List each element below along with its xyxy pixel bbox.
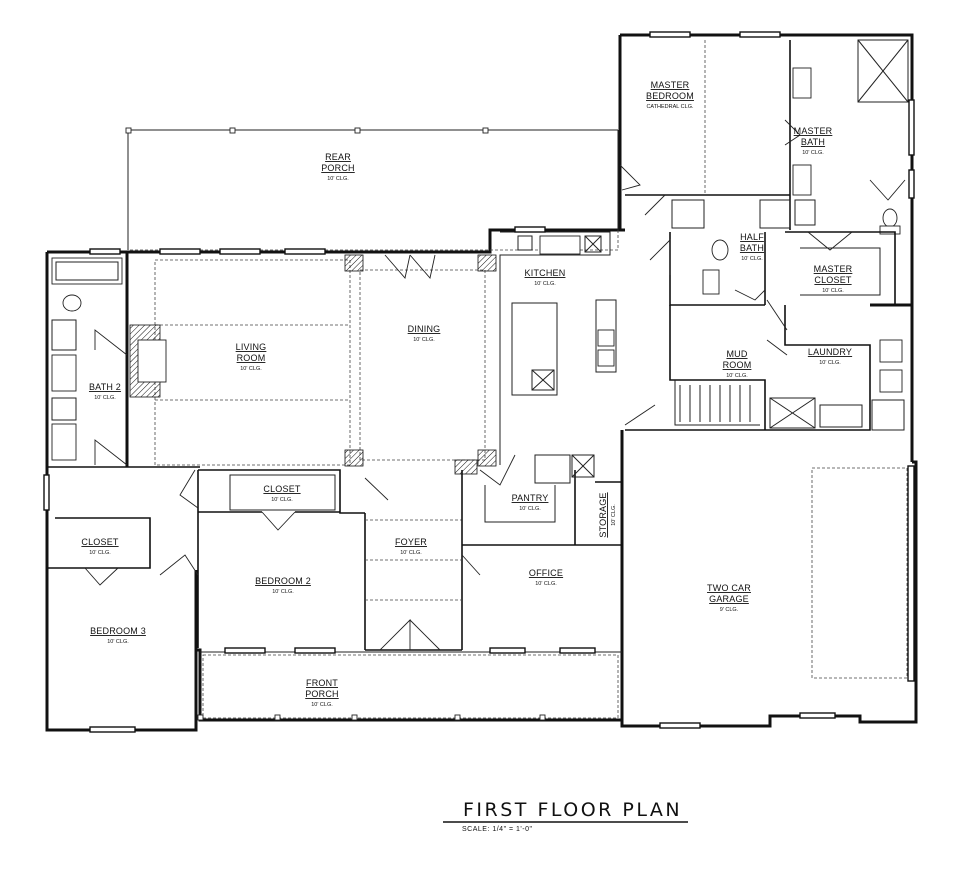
office-ceiling: 10' CLG. <box>535 581 557 587</box>
living-room-name-line1: LIVING <box>236 342 267 352</box>
room-label-living-room: LIVING ROOM 10' CLG. <box>236 342 267 372</box>
mud-room-ceiling: 10' CLG. <box>726 373 748 379</box>
room-label-foyer: FOYER 10' CLG. <box>395 537 427 556</box>
master-closet-ceiling: 10' CLG. <box>822 288 844 294</box>
garage-name-line2: GARAGE <box>709 594 749 604</box>
rear-porch-outline <box>125 127 619 251</box>
master-bedroom-name-line1: MASTER <box>651 80 690 90</box>
bedroom-3-name: BEDROOM 3 <box>90 626 146 636</box>
foyer-name: FOYER <box>395 537 427 547</box>
dining-ceiling: 10' CLG. <box>413 337 435 343</box>
storage-ceiling: 10' CLG. <box>611 504 617 526</box>
interior-walls <box>47 39 915 682</box>
room-label-half-bath: HALF BATH 10' CLG. <box>740 232 764 262</box>
living-room-ceiling: 10' CLG. <box>240 366 262 372</box>
door-swings <box>84 119 906 651</box>
room-label-bedroom-3: BEDROOM 3 10' CLG. <box>90 626 146 645</box>
foyer-ceiling: 10' CLG. <box>400 550 422 556</box>
master-bedroom-name-line2: BEDROOM <box>646 91 694 101</box>
front-porch-outline <box>197 651 622 721</box>
bath-2-ceiling: 10' CLG. <box>94 395 116 401</box>
laundry-ceiling: 10' CLG. <box>819 360 841 366</box>
room-label-garage: TWO CAR GARAGE 9' CLG. <box>707 583 751 613</box>
room-label-front-porch: FRONT PORCH 10' CLG. <box>305 678 339 708</box>
bath-2-name: BATH 2 <box>89 382 121 392</box>
rear-porch-ceiling: 10' CLG. <box>327 176 349 182</box>
room-label-dining: DINING 10' CLG. <box>408 324 441 343</box>
room-label-office: OFFICE 10' CLG. <box>529 568 563 587</box>
room-label-closet-bedroom-3: CLOSET 10' CLG. <box>81 537 119 556</box>
storage-name: STORAGE <box>598 492 608 537</box>
title-block: FIRST FLOOR PLAN SCALE: 1/4" = 1'-0" <box>443 799 688 833</box>
pantry-name: PANTRY <box>512 493 549 503</box>
plan-scale: SCALE: 1/4" = 1'-0" <box>462 826 532 833</box>
garage-name-line1: TWO CAR <box>707 583 751 593</box>
room-label-bedroom-2: BEDROOM 2 10' CLG. <box>255 576 311 595</box>
kitchen-name: KITCHEN <box>525 268 566 278</box>
room-label-rear-porch: REAR PORCH 10' CLG. <box>321 152 355 182</box>
windows <box>43 31 915 733</box>
mud-room-name-line2: ROOM <box>723 360 752 370</box>
master-closet-name-line2: CLOSET <box>814 275 852 285</box>
bedroom-3-ceiling: 10' CLG. <box>107 639 129 645</box>
master-bath-name-line1: MASTER <box>794 126 833 136</box>
bedroom-2-ceiling: 10' CLG. <box>272 589 294 595</box>
bedroom-2-name: BEDROOM 2 <box>255 576 311 586</box>
kitchen-ceiling: 10' CLG. <box>534 281 556 287</box>
mud-room-name-line1: MUD <box>726 349 747 359</box>
laundry-name: LAUNDRY <box>808 347 852 357</box>
master-closet-name-line1: MASTER <box>814 264 853 274</box>
office-name: OFFICE <box>529 568 563 578</box>
room-label-closet-bedroom-2: CLOSET 10' CLG. <box>263 484 301 503</box>
master-bedroom-ceiling: CATHEDRAL CLG. <box>646 104 694 110</box>
room-label-laundry: LAUNDRY 10' CLG. <box>808 347 852 366</box>
exterior-walls <box>45 33 918 732</box>
closet-bedroom-2-name: CLOSET <box>263 484 301 494</box>
closet-bedroom-3-name: CLOSET <box>81 537 119 547</box>
front-porch-name-line1: FRONT <box>306 678 338 688</box>
room-label-bath-2: BATH 2 10' CLG. <box>89 382 121 401</box>
pantry-ceiling: 10' CLG. <box>519 506 541 512</box>
plan-title: FIRST FLOOR PLAN <box>463 799 682 821</box>
half-bath-name-line1: HALF <box>740 232 764 242</box>
room-label-master-bath: MASTER BATH 10' CLG. <box>794 126 833 156</box>
half-bath-ceiling: 10' CLG. <box>741 256 763 262</box>
room-label-master-bedroom: MASTER BEDROOM CATHEDRAL CLG. <box>646 80 694 110</box>
room-label-kitchen: KITCHEN 10' CLG. <box>525 268 566 287</box>
master-bath-ceiling: 10' CLG. <box>802 150 824 156</box>
room-label-mud-room: MUD ROOM 10' CLG. <box>723 349 752 379</box>
front-porch-name-line2: PORCH <box>305 689 339 699</box>
room-label-pantry: PANTRY 10' CLG. <box>512 493 549 512</box>
room-label-master-closet: MASTER CLOSET 10' CLG. <box>814 264 853 294</box>
room-label-storage: STORAGE 10' CLG. <box>598 492 617 537</box>
master-bath-name-line2: BATH <box>801 137 825 147</box>
rear-porch-name-line1: REAR <box>325 152 351 162</box>
closet-bedroom-3-ceiling: 10' CLG. <box>89 550 111 556</box>
closet-bedroom-2-ceiling: 10' CLG. <box>271 497 293 503</box>
garage-ceiling: 9' CLG. <box>720 607 739 613</box>
front-porch-ceiling: 10' CLG. <box>311 702 333 708</box>
half-bath-name-line2: BATH <box>740 243 764 253</box>
dining-name: DINING <box>408 324 441 334</box>
rear-porch-name-line2: PORCH <box>321 163 355 173</box>
living-room-name-line2: ROOM <box>237 353 266 363</box>
